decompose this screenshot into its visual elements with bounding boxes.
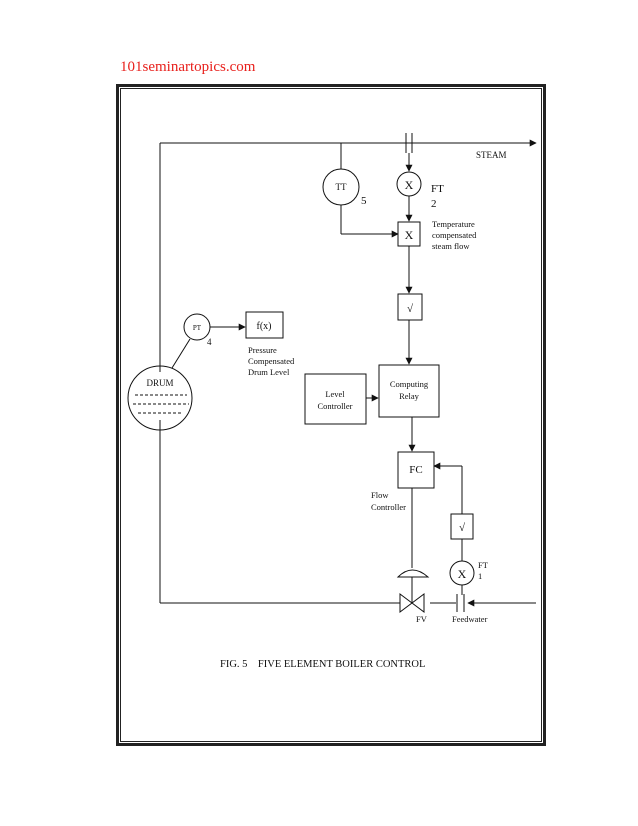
- drum-label: DRUM: [146, 378, 173, 388]
- feedwater-label: Feedwater: [452, 614, 488, 624]
- sqrt-top-label: √: [407, 303, 414, 315]
- steam-label: STEAM: [476, 150, 507, 160]
- tt-label: TT: [336, 182, 347, 192]
- ft1-label: FT: [478, 560, 489, 570]
- tt-tag: 5: [361, 195, 367, 207]
- ft1-tag: 1: [478, 571, 482, 581]
- ft2-tag: 2: [431, 198, 437, 210]
- valve-actuator: [396, 569, 430, 578]
- mult-bottom-label: X: [458, 567, 467, 581]
- mult-mid-label: X: [405, 228, 414, 242]
- fv-label: FV: [416, 614, 428, 624]
- pt-to-drum: [171, 338, 191, 369]
- pressure-line3: Drum Level: [248, 367, 290, 377]
- sqrt-box-top: [397, 293, 423, 321]
- site-watermark: 101seminartopics.com: [120, 59, 256, 75]
- pt-tag: 4: [207, 337, 212, 347]
- computing-line1: Computing: [390, 379, 429, 389]
- temp-comp-line2: compensated: [432, 230, 477, 240]
- pt-label: PT: [193, 324, 202, 332]
- figure-caption: FIG. 5 FIVE ELEMENT BOILER CONTROL: [220, 659, 425, 670]
- fx-label: f(x): [257, 321, 272, 332]
- drum-vessel: [127, 365, 193, 431]
- fc-label: FC: [409, 464, 422, 476]
- flow-ctrl-line2: Controller: [371, 502, 406, 512]
- computing-relay-box: [378, 364, 440, 418]
- level-controller-box: [304, 373, 367, 425]
- level-ctrl-line1: Level: [325, 389, 345, 399]
- pressure-line1: Pressure: [248, 345, 277, 355]
- flow-ctrl-line1: Flow: [371, 490, 389, 500]
- page-frame-inner: [120, 88, 542, 742]
- computing-line2: Relay: [399, 391, 420, 401]
- sqrt-bottom-label: √: [459, 522, 466, 534]
- temp-comp-line1: Temperature: [432, 219, 475, 229]
- ft2-label: FT: [431, 183, 444, 195]
- temp-comp-line3: steam flow: [432, 241, 470, 251]
- fc-box: [397, 451, 435, 489]
- pressure-line2: Compensated: [248, 356, 295, 366]
- level-ctrl-line2: Controller: [318, 401, 353, 411]
- page-frame-outer: [116, 84, 546, 746]
- ft2-mult-label: X: [405, 178, 414, 192]
- control-valve: [399, 593, 425, 613]
- fx-box: [245, 311, 284, 339]
